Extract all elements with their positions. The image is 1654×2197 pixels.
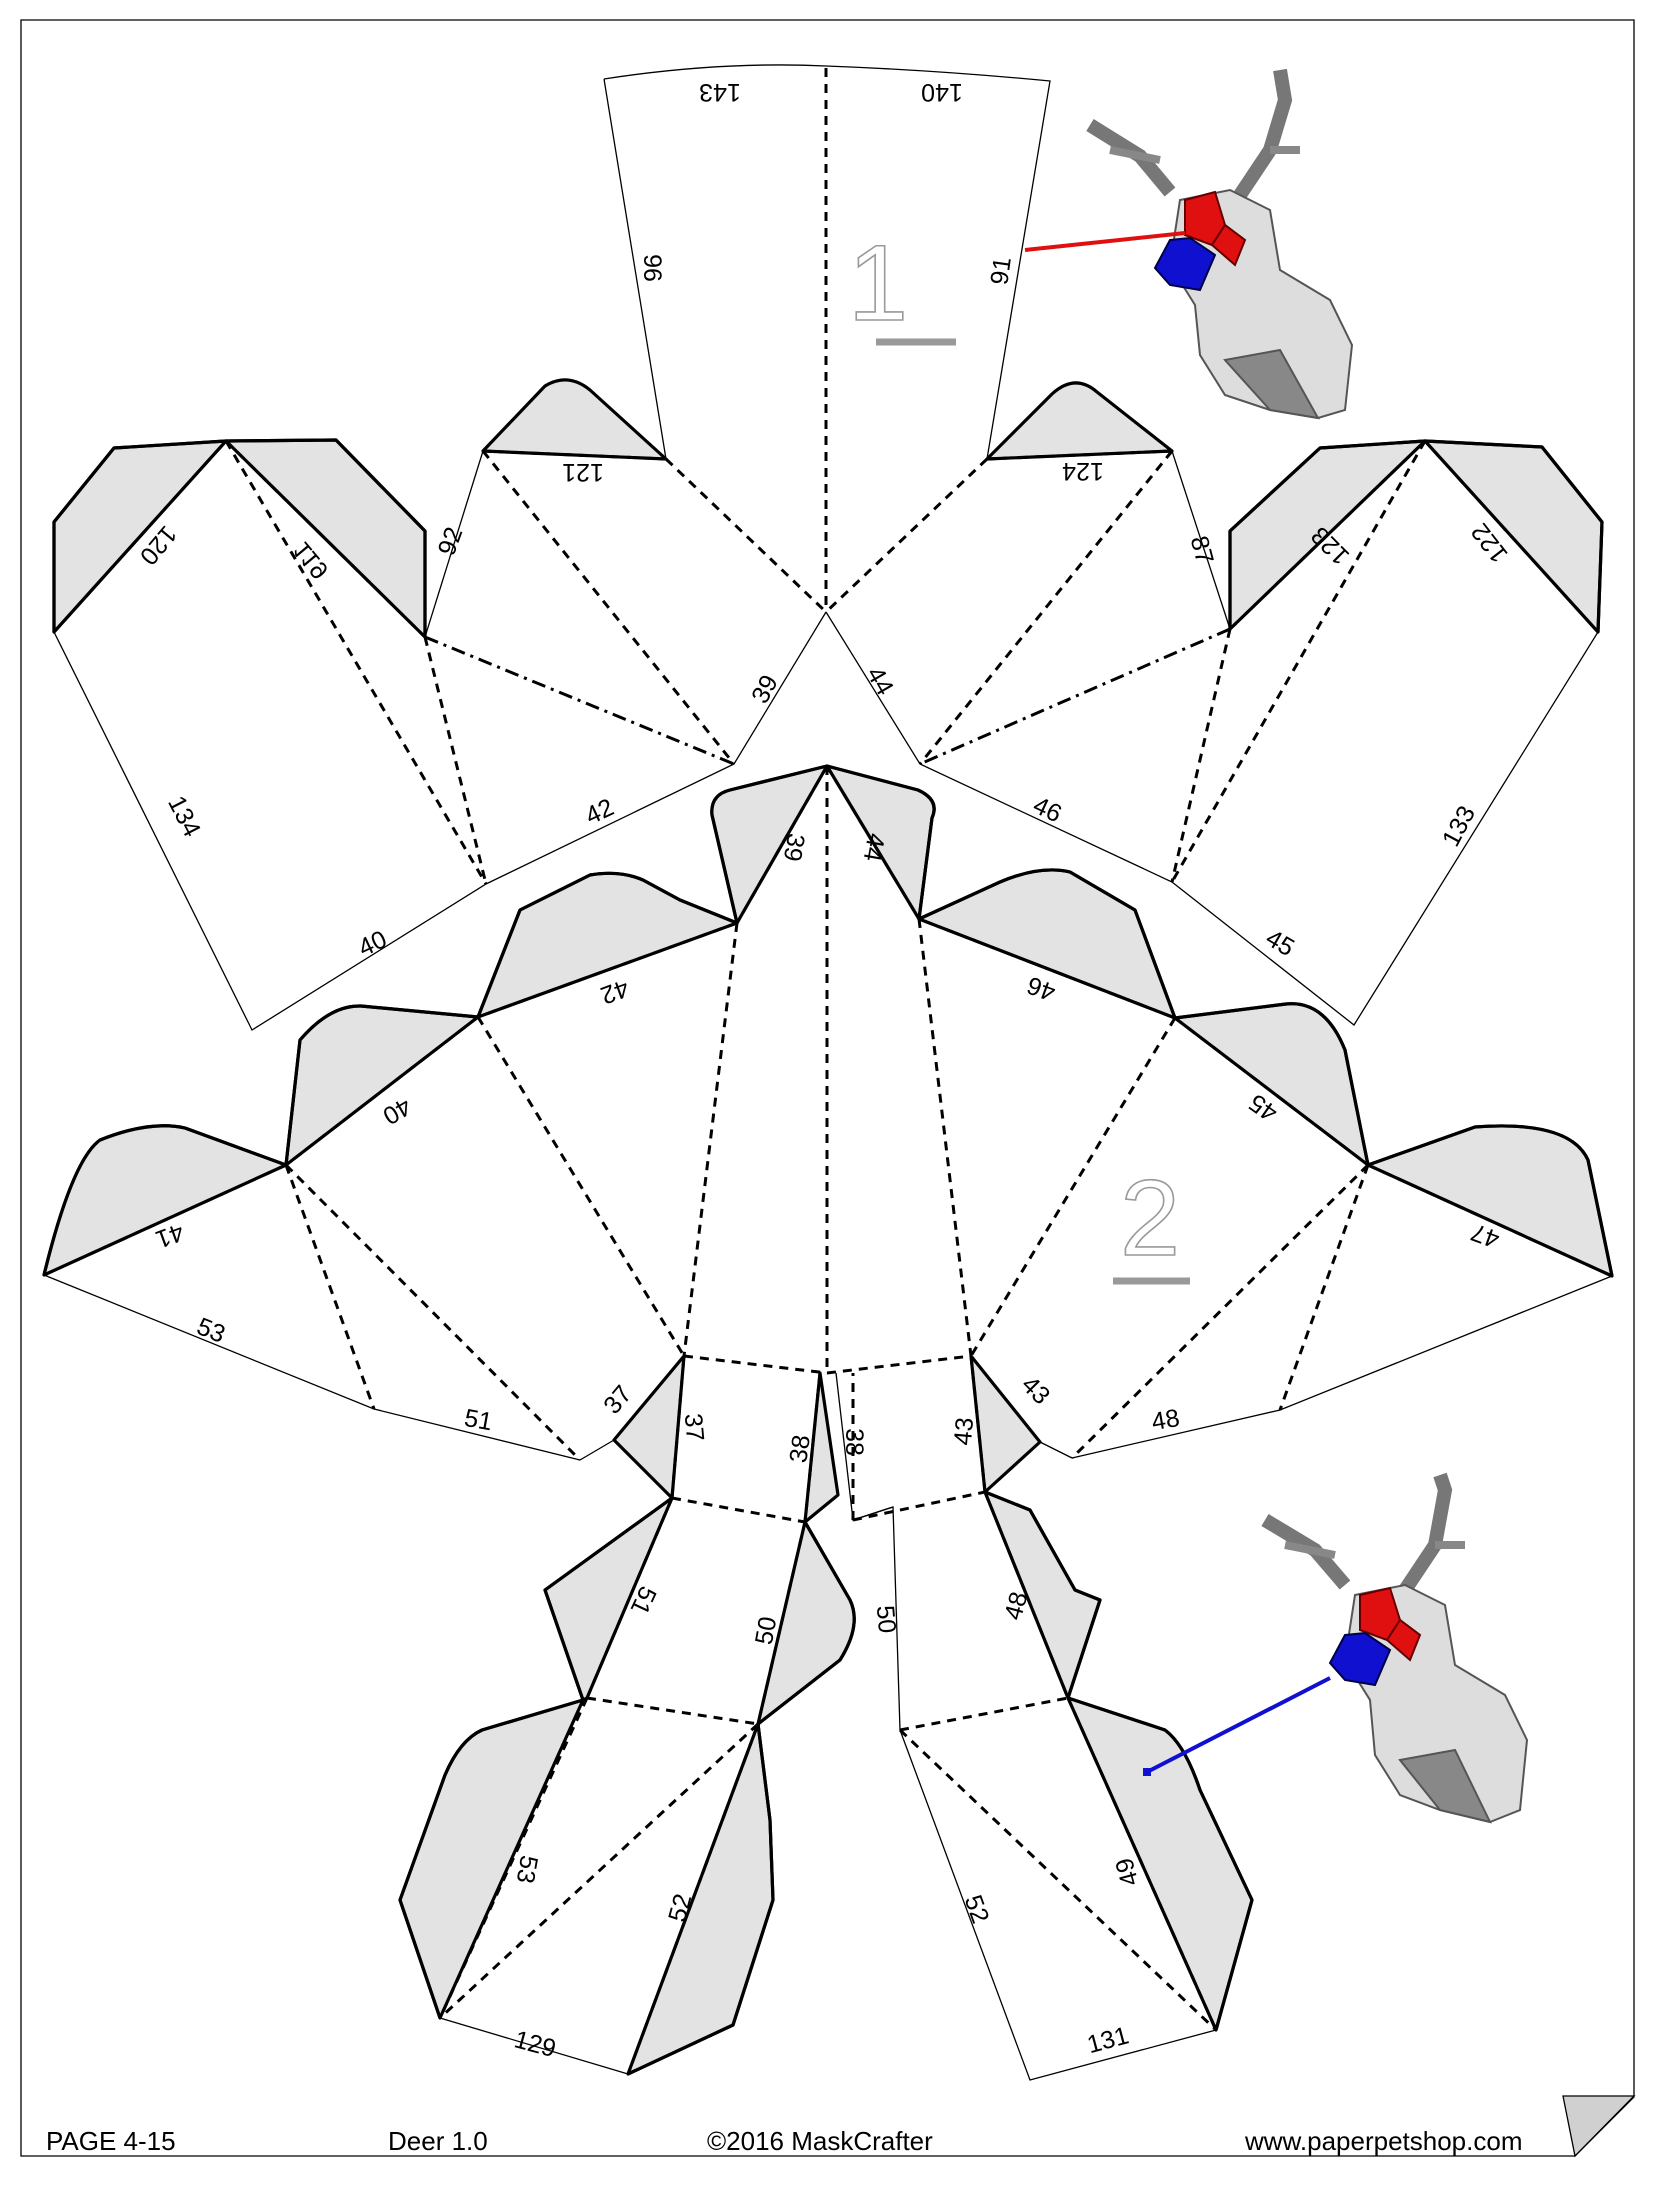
part-2-center-band — [683, 1354, 972, 1375]
edge-label: 121 — [562, 458, 604, 486]
edge-label: 39 — [746, 670, 784, 708]
svg-text:2: 2 — [1120, 1157, 1180, 1278]
edge-label: 51 — [462, 1404, 494, 1436]
page-number-footer: PAGE 4-15 — [46, 2126, 176, 2156]
edge-label: 38 — [784, 1433, 816, 1464]
edge-label: 37 — [679, 1412, 709, 1442]
edge-label: 53 — [511, 1853, 543, 1885]
edge-label: 38 — [840, 1428, 868, 1456]
edge-label: 48 — [1149, 1404, 1181, 1436]
edge-label: 44 — [861, 662, 899, 700]
part-1-tab-124 — [985, 381, 1174, 461]
part-2-tab-38-left — [803, 1371, 840, 1524]
edge-label: 143 — [699, 78, 741, 106]
part-1-center-outline — [603, 64, 1051, 460]
edge-label: 96 — [638, 254, 666, 282]
edge-label: 39 — [778, 831, 810, 863]
part-1 — [52, 64, 1604, 1048]
part-1-tab-121 — [481, 378, 668, 461]
edge-label: 44 — [858, 831, 890, 863]
part-number-1: 1 — [847, 221, 956, 346]
copyright-footer: ©2016 MaskCrafter — [707, 2126, 933, 2156]
edge-label: 50 — [871, 1604, 901, 1634]
part-number-2: 2 — [1113, 1156, 1190, 1285]
part-2 — [42, 764, 1614, 2081]
edge-label: 50 — [750, 1614, 782, 1646]
model-name-footer: Deer 1.0 — [388, 2126, 488, 2156]
edge-label: 40 — [354, 925, 391, 962]
svg-text:1: 1 — [848, 222, 908, 343]
edge-label: 42 — [581, 793, 618, 830]
edge-label: 124 — [1062, 457, 1104, 485]
edge-label: 140 — [921, 78, 963, 106]
edge-label: 91 — [985, 255, 1017, 286]
deer-head-illustration-1 — [1024, 68, 1354, 420]
part-1-pointer-line — [1024, 231, 1186, 252]
deer-head-illustration-2 — [1143, 1472, 1529, 1824]
edge-label: 43 — [949, 1416, 979, 1446]
part-2-pointer-line — [1146, 1676, 1331, 1774]
website-footer: www.paperpetshop.com — [1245, 2126, 1523, 2156]
page-corner-curl — [1562, 2095, 1636, 2158]
edge-label: 133 — [1437, 801, 1481, 851]
